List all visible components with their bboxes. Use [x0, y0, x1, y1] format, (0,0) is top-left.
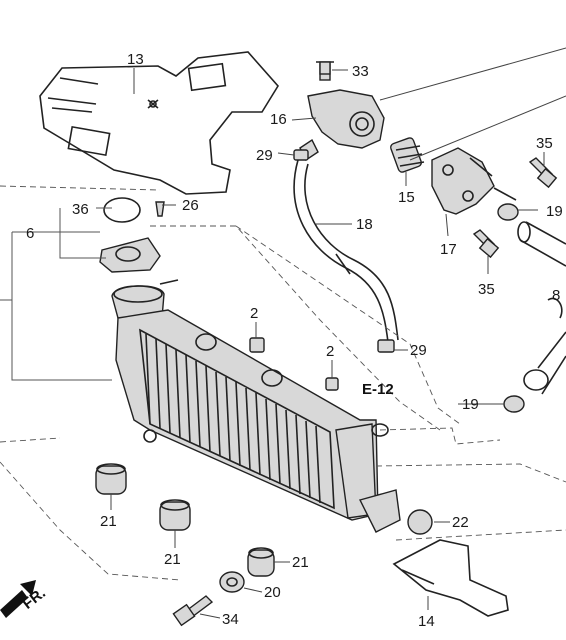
- label-2-right: 2: [326, 343, 334, 360]
- label-e12: E-12: [362, 381, 394, 398]
- label-21-left: 21: [100, 513, 117, 530]
- water-pipe-part-17: [431, 147, 517, 215]
- hose-part-8: [517, 221, 566, 395]
- reference-brackets: [0, 47, 566, 381]
- radiator-body: [111, 279, 401, 533]
- bolt-part-35: [472, 157, 558, 259]
- grommet-part-2b: [325, 377, 339, 391]
- label-17: 17: [440, 241, 457, 258]
- label-26: 26: [182, 197, 199, 214]
- label-16: 16: [270, 111, 287, 128]
- label-13: 13: [127, 51, 144, 68]
- bracket-part-13: [39, 51, 279, 195]
- o-ring-part-19b: [503, 395, 525, 413]
- label-33: 33: [352, 63, 369, 80]
- bolt-part-33: [319, 61, 331, 75]
- label-21-right: 21: [292, 554, 309, 571]
- label-15: 15: [398, 189, 415, 206]
- bracket-part-14: [392, 539, 509, 617]
- thermostat-part-15: [390, 137, 425, 173]
- o-ring-part-19: [497, 203, 519, 221]
- label-21-middle: 21: [164, 551, 181, 568]
- label-8: 8: [552, 287, 560, 304]
- label-22: 22: [452, 514, 469, 531]
- label-18: 18: [356, 216, 373, 233]
- rubber-mount-part-21: [95, 463, 275, 577]
- label-19-lower: 19: [462, 396, 479, 413]
- label-front: FR.: [19, 585, 49, 613]
- label-29-lower: 29: [410, 342, 427, 359]
- collar-part-22: [407, 509, 433, 535]
- label-6: 6: [26, 225, 34, 242]
- collar-part-20: [219, 571, 245, 593]
- label-2-left: 2: [250, 305, 258, 322]
- clamp-part-29a: [293, 149, 309, 161]
- label-29-upper: 29: [256, 147, 273, 164]
- guide-lines: [0, 185, 566, 581]
- label-35-upper: 35: [536, 135, 553, 152]
- thermostat-housing-part-16: [299, 61, 385, 162]
- radiator-cap-part-6: [99, 197, 165, 273]
- label-14: 14: [418, 613, 435, 630]
- label-35-lower: 35: [478, 281, 495, 298]
- leader-lines: [110, 68, 545, 619]
- label-19-upper: 19: [546, 203, 563, 220]
- label-36: 36: [72, 201, 89, 218]
- front-arrow-icon: [0, 580, 36, 618]
- label-20: 20: [264, 584, 281, 601]
- label-34: 34: [222, 611, 239, 628]
- hose-part-18: [293, 159, 399, 353]
- bolt-part-34: [172, 595, 214, 627]
- grommet-part-2a: [249, 337, 265, 353]
